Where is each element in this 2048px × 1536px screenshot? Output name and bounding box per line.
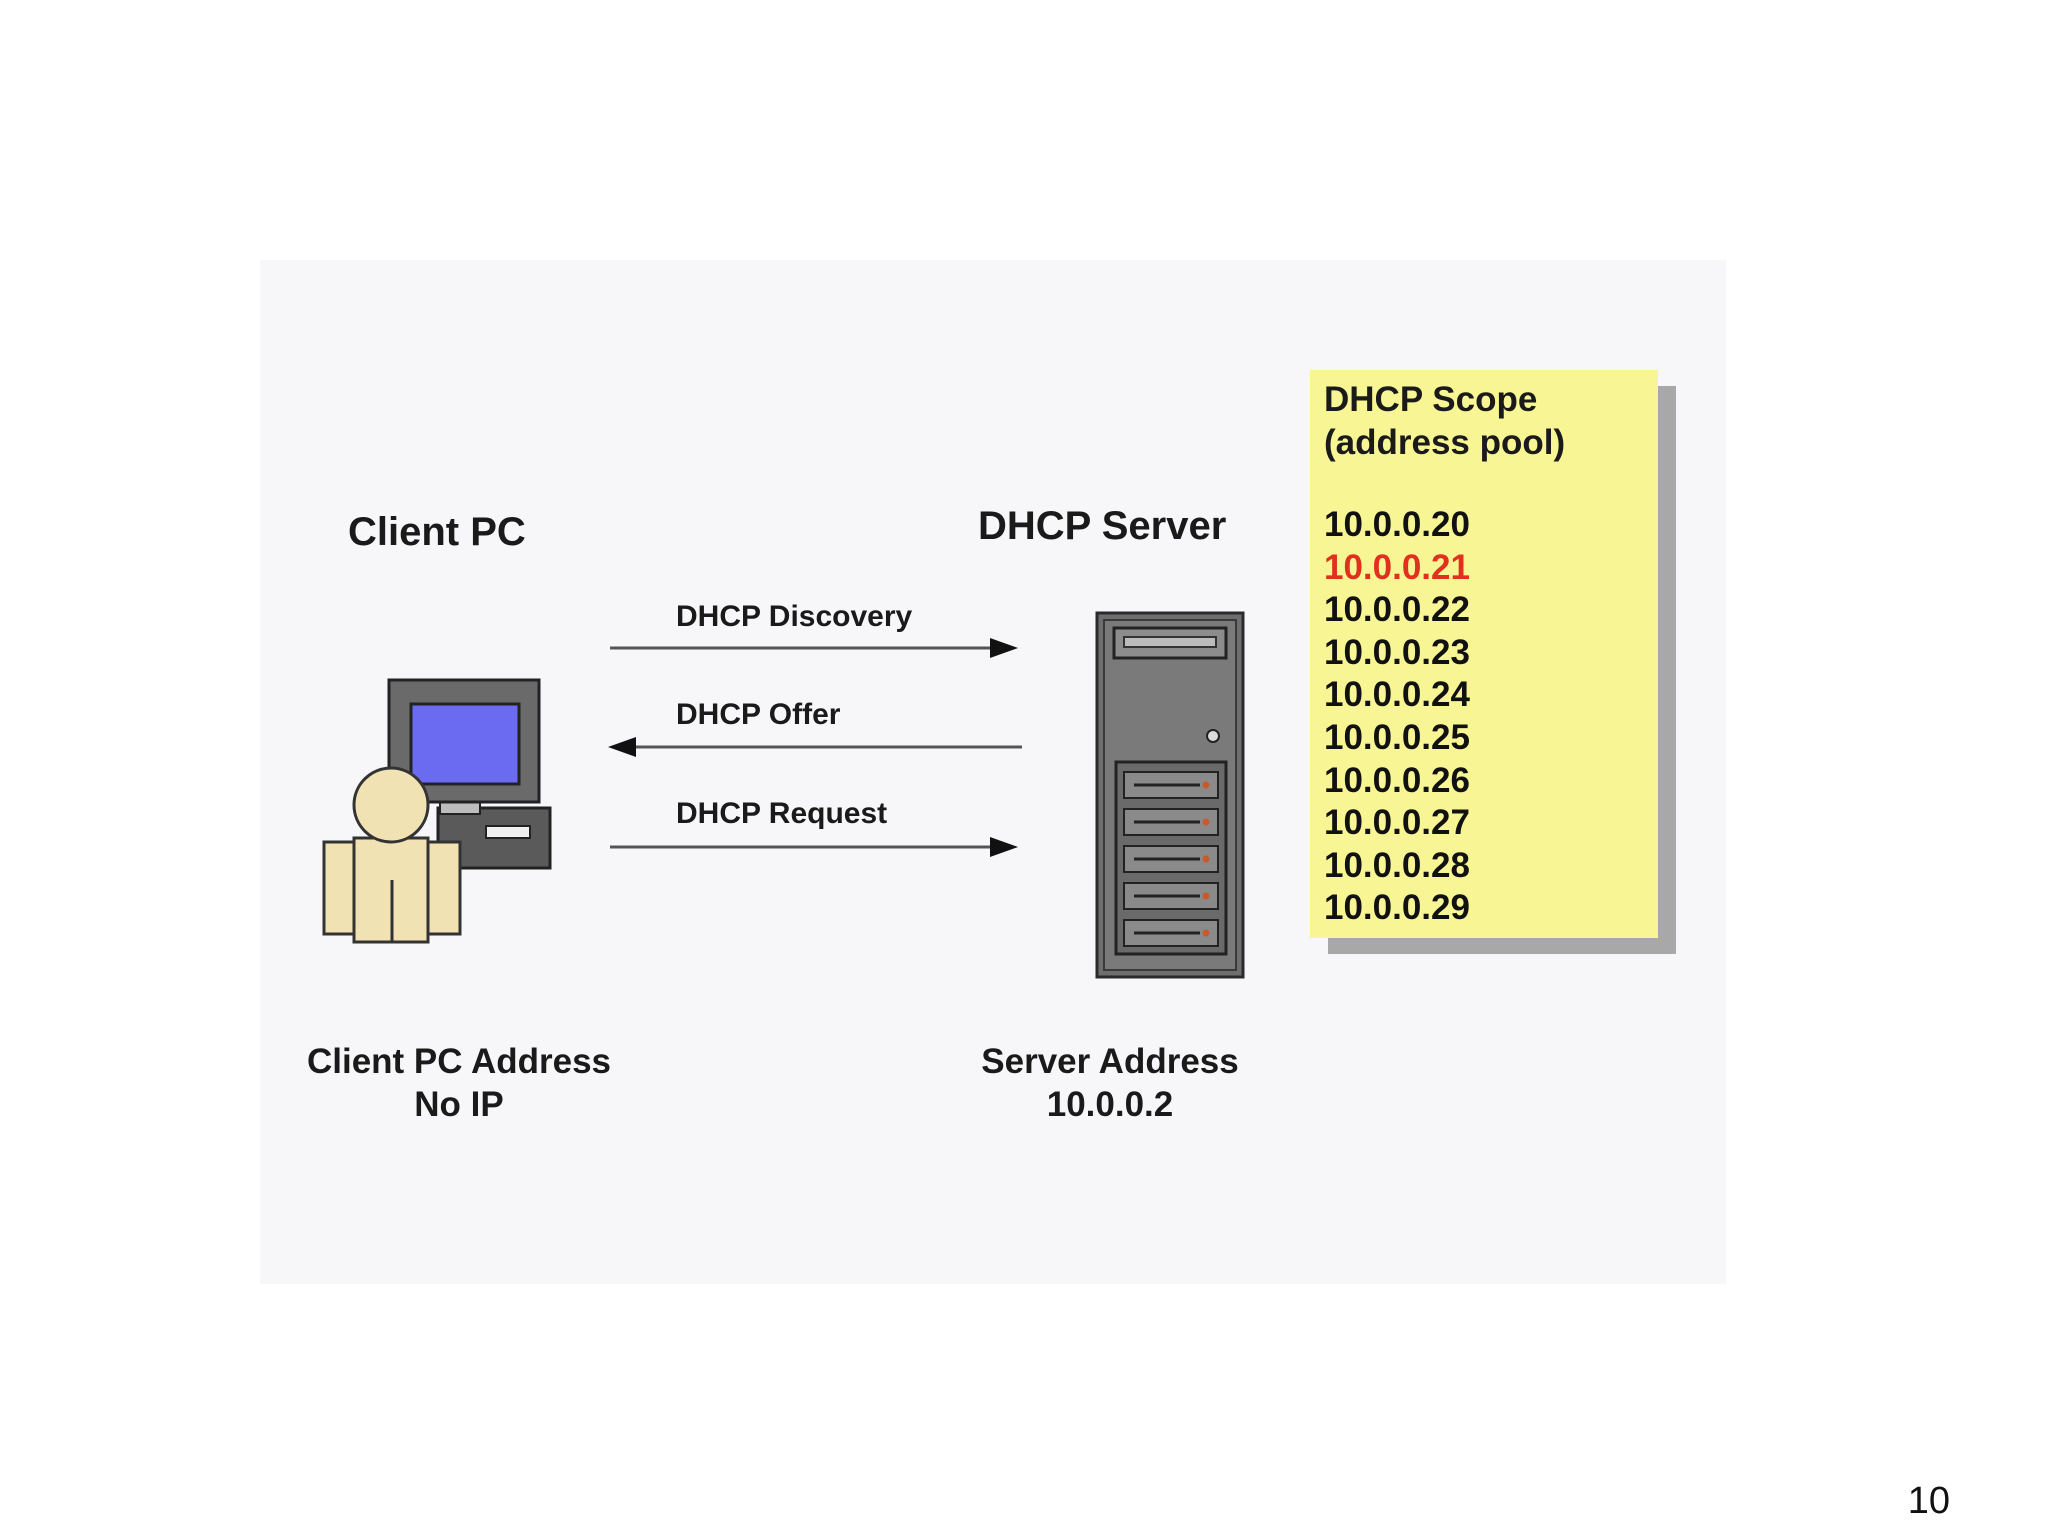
offer-arrow [608, 737, 1022, 757]
request-arrow [610, 837, 1018, 857]
pool-address: 10.0.0.25 [1324, 717, 1470, 757]
page-number: 10 [1907, 1480, 1950, 1522]
server-tower-icon [1095, 611, 1245, 979]
discovery-arrow [610, 638, 1018, 658]
user-at-computer-icon [322, 678, 552, 944]
server-address-label: Server Address [981, 1042, 1239, 1081]
drive-bays [1123, 771, 1219, 947]
server-address-value: 10.0.0.2 [1046, 1085, 1174, 1124]
pool-address: 10.0.0.27 [1324, 803, 1470, 843]
pool-address: 10.0.0.29 [1324, 888, 1470, 928]
dhcp-discovery-label: DHCP Discovery [676, 600, 913, 633]
pool-address: 10.0.0.23 [1324, 632, 1470, 672]
pool-address: 10.0.0.24 [1324, 675, 1470, 715]
client-address: Client PC Address No IP [249, 1040, 669, 1126]
dhcp-scope-box: DHCP Scope (address pool) 10.0.0.20 10.0… [1310, 370, 1658, 938]
pool-address: 10.0.0.28 [1324, 845, 1470, 885]
scope-title-line1: DHCP Scope [1324, 380, 1538, 419]
client-address-value: No IP [414, 1085, 504, 1124]
pool-address: 10.0.0.20 [1324, 505, 1470, 544]
scope-title-line2: (address pool) [1324, 423, 1566, 462]
pool-address: 10.0.0.26 [1324, 760, 1470, 800]
pool-address: 10.0.0.22 [1324, 590, 1470, 630]
client-address-label: Client PC Address [306, 1042, 612, 1081]
pool-address-highlighted: 10.0.0.21 [1324, 547, 1470, 587]
dhcp-server-title: DHCP Server [978, 504, 1227, 548]
dhcp-offer-label: DHCP Offer [676, 698, 841, 731]
address-pool-list: 10.0.0.20 10.0.0.21 10.0.0.22 10.0.0.23 … [1324, 504, 1658, 930]
server-address: Server Address 10.0.0.2 [900, 1040, 1320, 1126]
dhcp-request-label: DHCP Request [676, 797, 888, 830]
client-pc-title: Client PC [348, 510, 526, 554]
